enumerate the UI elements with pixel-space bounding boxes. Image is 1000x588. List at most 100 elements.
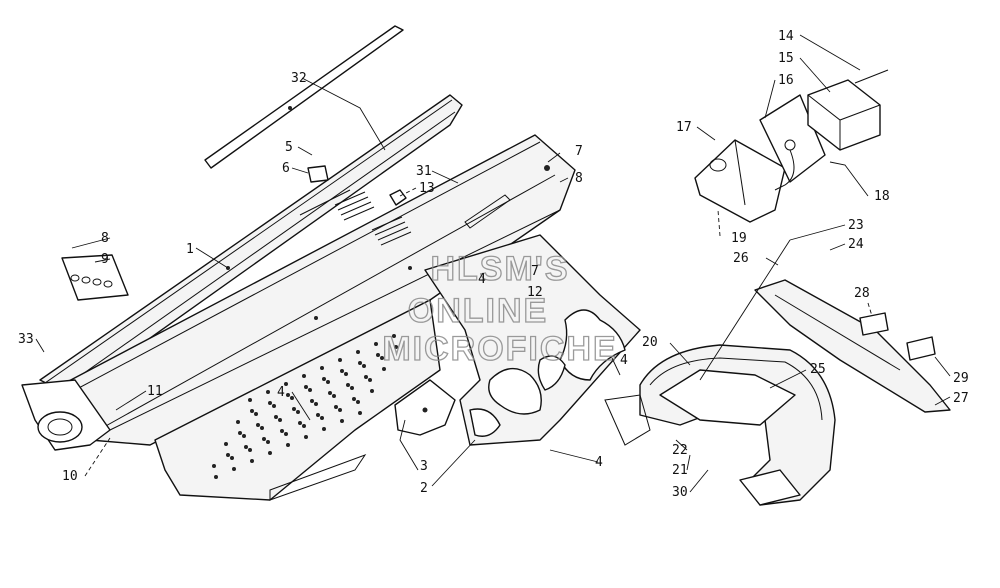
callout-25: 25 [810, 362, 826, 377]
perforation-hole [302, 374, 306, 378]
part-17-taillight-housing [694, 139, 786, 223]
perforation-hole [350, 386, 354, 390]
perforation-hole [212, 464, 216, 468]
callout-1: 1 [186, 242, 194, 257]
perforation-hole [262, 437, 266, 441]
part-2-rear-panel [424, 234, 641, 446]
perforation-hole [272, 404, 276, 408]
callout-4c: 4 [595, 455, 603, 470]
perforation-hole [248, 398, 252, 402]
perforation-hole [242, 434, 246, 438]
perforation-hole [280, 429, 284, 433]
callout-8b: 8 [101, 231, 109, 246]
watermark-line-2: ONLINE [408, 292, 548, 330]
perforation-hole [370, 389, 374, 393]
perforation-hole [268, 451, 272, 455]
part-6-plate [307, 165, 329, 183]
perforation-hole [286, 393, 290, 397]
callout-11: 11 [147, 384, 163, 399]
perforation-hole [382, 367, 386, 371]
perforation-hole [304, 385, 308, 389]
perforation-hole [310, 399, 314, 403]
callout-16: 16 [778, 73, 794, 88]
callout-17: 17 [676, 120, 692, 135]
perforation-hole [266, 390, 270, 394]
callout-12: 12 [527, 285, 543, 300]
callout-10: 10 [62, 469, 78, 484]
callout-3: 3 [420, 459, 428, 474]
perforation-hole [392, 334, 396, 338]
callout-14: 14 [778, 29, 794, 44]
part-29-decal [906, 336, 936, 361]
perforation-hole [340, 369, 344, 373]
part-15-lens [807, 79, 881, 151]
perforation-hole [322, 377, 326, 381]
callout-7a: 7 [575, 144, 583, 159]
perforation-hole [380, 356, 384, 360]
perforation-hole [250, 409, 254, 413]
callout-29: 29 [953, 371, 969, 386]
perforation-hole [248, 448, 252, 452]
callout-30: 30 [672, 485, 688, 500]
callout-28: 28 [854, 286, 870, 301]
perforation-hole [284, 382, 288, 386]
perforation-hole [338, 408, 342, 412]
perforation-hole [268, 401, 272, 405]
perforation-hole [230, 456, 234, 460]
callout-4d: 4 [620, 353, 628, 368]
perforation-hole [304, 435, 308, 439]
perforation-hole [338, 358, 342, 362]
callout-labels: 32 5 6 31 13 7 8 1 8 9 33 11 10 4 4 7 12… [18, 29, 969, 500]
perforation-hole [340, 419, 344, 423]
perforation-hole [320, 366, 324, 370]
part-14-screw [854, 69, 889, 84]
perforation-hole [344, 372, 348, 376]
perforation-hole [292, 407, 296, 411]
perforation-hole [232, 467, 236, 471]
perforation-hole [358, 361, 362, 365]
callout-32: 32 [291, 71, 307, 86]
perforation-hole [332, 394, 336, 398]
perforation-hole [356, 400, 360, 404]
perforation-hole [256, 423, 260, 427]
perforation-hole [356, 350, 360, 354]
callout-8a: 8 [575, 171, 583, 186]
watermark: HLSM'S ONLINE MICROFICHE [382, 249, 617, 368]
callout-19: 19 [731, 231, 747, 246]
perforation-hole [368, 378, 372, 382]
perforation-hole [374, 342, 378, 346]
part-32-strip [204, 25, 404, 169]
perforation-hole [346, 383, 350, 387]
perforation-hole [316, 413, 320, 417]
perforation-hole [364, 375, 368, 379]
callout-27: 27 [953, 391, 969, 406]
callout-6: 6 [282, 161, 290, 176]
callout-21: 21 [672, 463, 688, 478]
part-20-rear-bumper [604, 344, 836, 506]
callout-31: 31 [416, 164, 432, 179]
perforation-hole [298, 421, 302, 425]
callout-9: 9 [101, 252, 109, 267]
part-31-tunnel-body [47, 134, 576, 446]
perforation-hole [358, 411, 362, 415]
callout-22: 22 [672, 443, 688, 458]
perforation-hole [326, 380, 330, 384]
perforation-hole [352, 397, 356, 401]
callout-7b: 7 [531, 264, 539, 279]
perforation-hole [238, 431, 242, 435]
callout-4a: 4 [277, 385, 285, 400]
callout-15: 15 [778, 51, 794, 66]
part-13-nut [389, 189, 407, 206]
perforation-hole [308, 388, 312, 392]
perforation-hole [226, 453, 230, 457]
callout-20: 20 [642, 335, 658, 350]
perforation-hole [284, 432, 288, 436]
perforation-hole [254, 412, 258, 416]
perforation-hole [290, 396, 294, 400]
perforation-hole [376, 353, 380, 357]
perforation-hole [274, 415, 278, 419]
callout-18: 18 [874, 189, 890, 204]
perforation-hole [302, 424, 306, 428]
callout-5: 5 [285, 140, 293, 155]
